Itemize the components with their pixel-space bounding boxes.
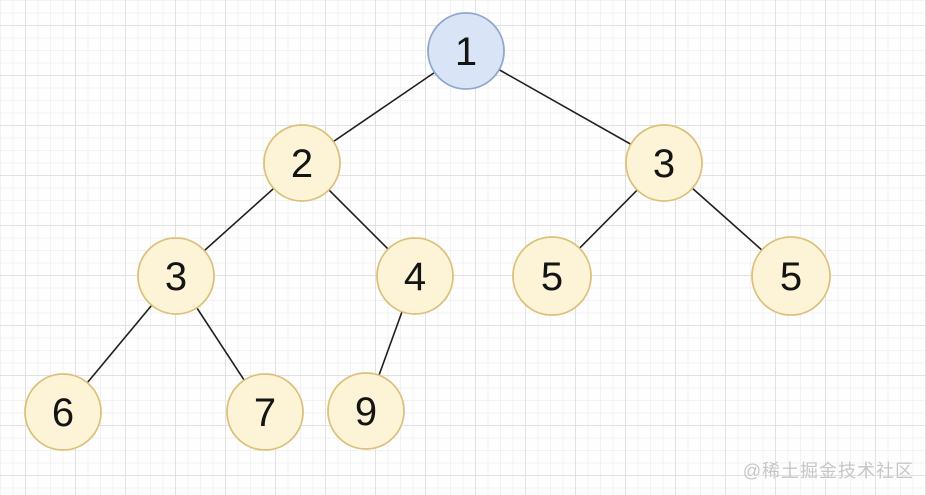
tree-node-label: 4	[404, 255, 426, 299]
tree-node-n3l[interactable]: 3	[137, 237, 215, 315]
tree-node-label: 5	[541, 255, 563, 299]
tree-node-n6[interactable]: 6	[24, 373, 102, 451]
tree-node-label: 3	[165, 255, 187, 299]
tree-node-circle[interactable]	[226, 373, 304, 451]
tree-node-label: 9	[355, 390, 377, 434]
tree-node-n1[interactable]: 1	[427, 12, 505, 90]
tree-node-label: 2	[291, 142, 313, 186]
tree-node-n3r[interactable]: 3	[625, 124, 703, 202]
tree-node-circle[interactable]	[512, 236, 592, 316]
tree-node-n5r[interactable]: 5	[751, 236, 831, 316]
tree-node-label: 7	[254, 391, 276, 435]
tree-node-circle[interactable]	[751, 236, 831, 316]
tree-node-circle[interactable]	[427, 12, 505, 90]
tree-node-label: 3	[653, 142, 675, 186]
tree-node-circle[interactable]	[327, 372, 405, 450]
tree-node-n4[interactable]: 4	[376, 237, 454, 315]
tree-node-n5l[interactable]: 5	[512, 236, 592, 316]
tree-node-label: 5	[780, 255, 802, 299]
tree-node-circle[interactable]	[376, 237, 454, 315]
tree-node-label: 1	[455, 30, 477, 74]
tree-node-n7[interactable]: 7	[226, 373, 304, 451]
tree-node-n9[interactable]: 9	[327, 372, 405, 450]
tree-node-label: 6	[52, 391, 74, 435]
tree-node-circle[interactable]	[625, 124, 703, 202]
tree-node-circle[interactable]	[263, 124, 341, 202]
tree-node-n2[interactable]: 2	[263, 124, 341, 202]
watermark: @稀土掘金技术社区	[742, 461, 914, 481]
tree-node-circle[interactable]	[137, 237, 215, 315]
tree-node-circle[interactable]	[24, 373, 102, 451]
